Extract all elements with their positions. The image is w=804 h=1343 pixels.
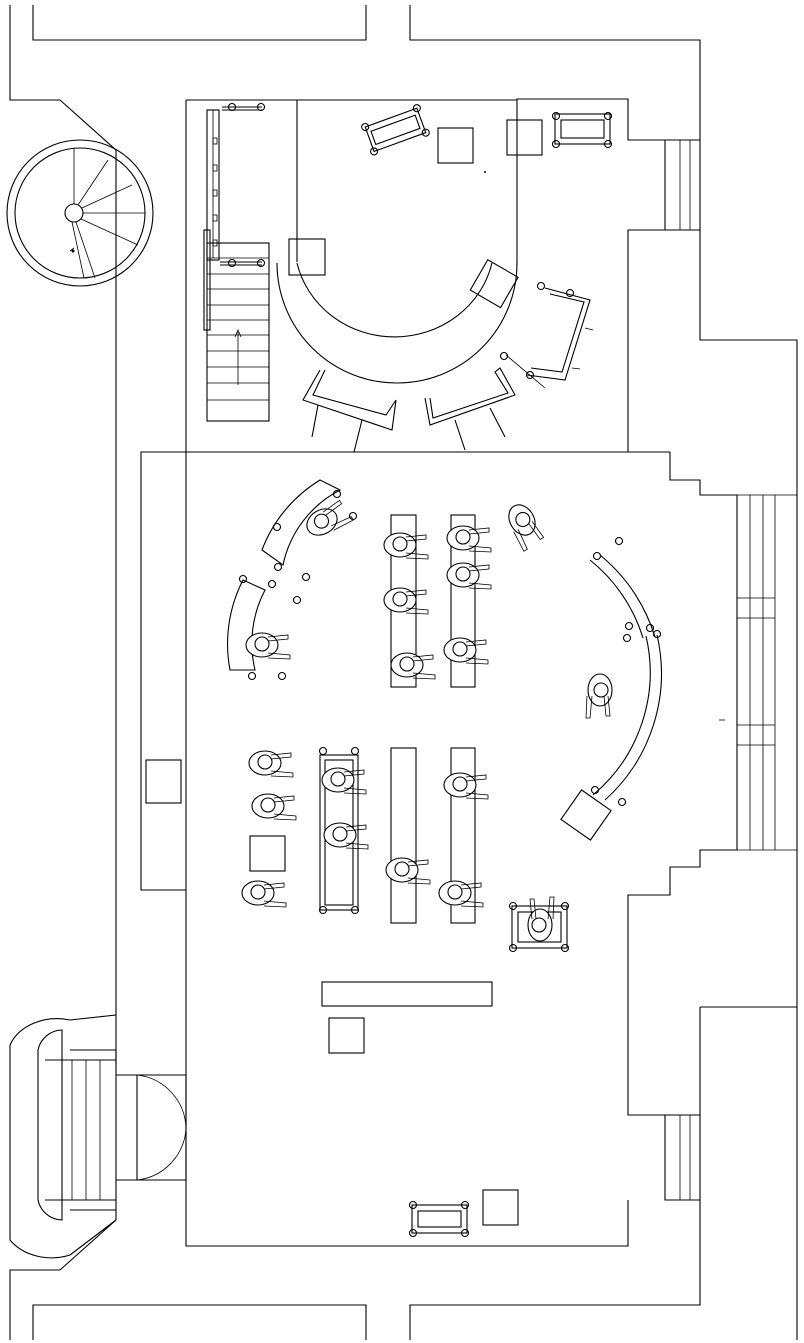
outer-walls (9, 5, 798, 1340)
upper-armchairs (361, 104, 613, 156)
square-table-icon (249, 835, 286, 872)
square-table-icon (506, 119, 543, 156)
curved-bench-icon (261, 479, 358, 582)
seated-person-icon (446, 562, 492, 590)
curved-bench-icon (499, 281, 594, 389)
square-table-icon (482, 1189, 519, 1226)
square-table-icon (328, 1017, 365, 1054)
curved-bench-icon (227, 574, 302, 681)
seated-person-icon (248, 750, 294, 778)
right-window-bays (699, 339, 797, 1200)
upper-tables (288, 119, 543, 309)
entrance-staircase-icon (9, 1014, 117, 1259)
sofa-icon (220, 102, 266, 268)
sofa-icon (551, 111, 613, 149)
seated-person-icon (245, 632, 291, 660)
seated-person-icon (321, 767, 367, 795)
seated-person-icon (241, 880, 287, 908)
curved-bar-counter (276, 262, 518, 384)
seated-person-icon (585, 673, 613, 719)
seated-person-icon (323, 822, 369, 850)
seated-person-icon (383, 587, 429, 615)
curved-bench-icon (589, 536, 662, 807)
seated-person-icon (385, 857, 431, 885)
square-table-icon (469, 259, 519, 309)
seated-person-icon (443, 637, 489, 665)
left-alcove (140, 451, 186, 891)
upper-room-walls (185, 98, 670, 1247)
seated-person-icon (501, 499, 547, 552)
double-door-icon (116, 1074, 187, 1181)
seated-person-icon (390, 652, 436, 680)
square-table-icon (437, 127, 474, 164)
sofa-icon (361, 104, 430, 156)
square-table-icon (560, 789, 612, 841)
upper-room-stools (302, 367, 516, 453)
straight-staircase-icon (203, 109, 270, 422)
spiral-staircase-icon (6, 139, 154, 287)
seated-person-icon (446, 525, 492, 553)
seated-person-icon (383, 532, 429, 560)
side-projection-right (627, 139, 738, 1201)
seated-person-icon (443, 772, 489, 800)
sofa-icon (408, 1200, 470, 1238)
seated-person-icon (251, 793, 297, 821)
seated-person-icon (527, 896, 555, 942)
seated-person-icon (301, 497, 354, 543)
seated-person-icon (438, 880, 484, 908)
alcove-niche (145, 759, 182, 804)
square-table-icon (288, 238, 326, 276)
bar-counter-lower (321, 981, 493, 1007)
people (241, 497, 613, 942)
